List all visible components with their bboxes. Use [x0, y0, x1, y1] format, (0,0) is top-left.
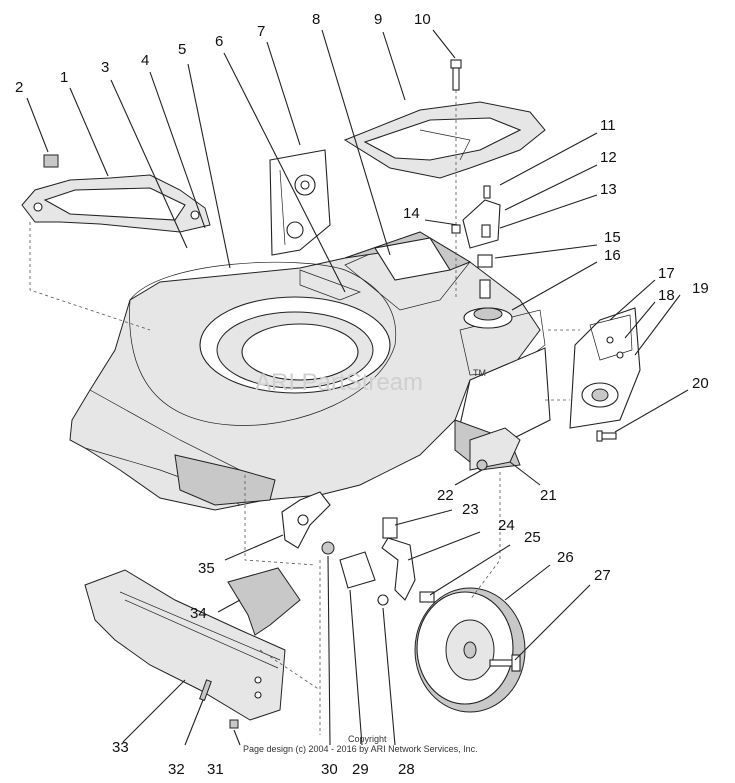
callout-29: 29 [352, 761, 369, 778]
callout-32: 32 [168, 761, 185, 778]
callout-24: 24 [498, 517, 515, 534]
watermark-text: ARI PartStream [255, 369, 423, 396]
connection-lines [29, 222, 580, 735]
axle-bolt [489, 654, 521, 672]
copyright-notice: Page design (c) 2004 - 2016 by ARI Netwo… [243, 744, 478, 754]
screw-32 [199, 679, 212, 702]
callout-35: 35 [198, 560, 215, 577]
callout-28: 28 [398, 761, 415, 778]
nut-31 [229, 719, 239, 729]
callout-6: 6 [215, 33, 223, 50]
callout-19: 19 [692, 280, 709, 297]
wheel [414, 587, 526, 713]
callout-5: 5 [178, 41, 186, 58]
callout-33: 33 [112, 739, 129, 756]
callout-labels: 1 2 3 4 5 6 7 8 9 10 11 12 13 14 15 16 1… [15, 11, 709, 778]
wheel-bracket [381, 517, 435, 603]
callout-25: 25 [524, 529, 541, 546]
watermark-tm: TM [473, 368, 486, 378]
nut-22 [476, 459, 488, 471]
callout-8: 8 [312, 11, 320, 28]
callout-21: 21 [540, 487, 557, 504]
callout-27: 27 [594, 567, 611, 584]
pulley-stack [451, 185, 513, 329]
plate-29 [339, 551, 376, 589]
bolt-20 [596, 430, 617, 442]
callout-15: 15 [604, 229, 621, 246]
callout-31: 31 [207, 761, 224, 778]
side-plate [569, 307, 641, 429]
rear-flap [469, 427, 521, 471]
callout-23: 23 [462, 501, 479, 518]
callout-26: 26 [557, 549, 574, 566]
callout-11: 11 [600, 117, 616, 134]
height-lever [281, 491, 331, 549]
callout-17: 17 [658, 265, 675, 282]
callout-14: 14 [403, 205, 420, 222]
bolt-10 [450, 59, 462, 91]
rear-cover [343, 101, 546, 179]
callout-12: 12 [600, 149, 617, 166]
bag-bracket-34 [227, 567, 301, 636]
callout-7: 7 [257, 23, 265, 40]
callout-20: 20 [692, 375, 709, 392]
washer-28 [377, 594, 389, 606]
callout-13: 13 [600, 181, 617, 198]
callout-3: 3 [101, 59, 109, 76]
callout-10: 10 [414, 11, 431, 28]
callout-34: 34 [190, 605, 207, 622]
callout-18: 18 [658, 287, 675, 304]
mower-deck [69, 231, 551, 511]
front-skirt [84, 569, 286, 721]
leader-lines [26, 29, 689, 746]
callout-1: 1 [60, 69, 68, 86]
callout-9: 9 [374, 11, 382, 28]
callout-2: 2 [15, 79, 23, 96]
spacer-30 [321, 541, 335, 555]
callout-4: 4 [141, 52, 149, 69]
copyright-label: Copyright [348, 734, 387, 744]
callout-22: 22 [437, 487, 454, 504]
callout-16: 16 [604, 247, 621, 264]
discharge-plate [21, 154, 211, 233]
callout-30: 30 [321, 761, 338, 778]
